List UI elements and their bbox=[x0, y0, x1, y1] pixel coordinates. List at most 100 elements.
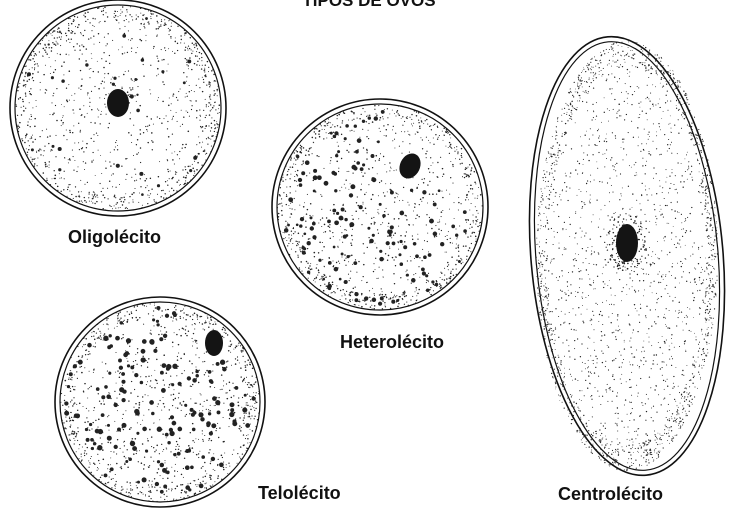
telolecito-stipple-dot bbox=[182, 317, 184, 319]
centrolecito-stipple-dot bbox=[628, 458, 630, 460]
oligolecito-stipple-dot bbox=[188, 47, 191, 50]
oligolecito-stipple-dot bbox=[139, 178, 141, 180]
telolecito-stipple-dot bbox=[136, 363, 138, 365]
telolecito-yolk-granule bbox=[163, 484, 168, 489]
centrolecito-stipple-dot bbox=[571, 101, 573, 103]
centrolecito-stipple-dot bbox=[642, 280, 645, 282]
oligolecito-stipple-dot bbox=[33, 163, 36, 165]
centrolecito-stipple-dot bbox=[536, 244, 538, 245]
centrolecito-stipple-dot bbox=[598, 73, 600, 75]
telolecito-stipple-dot bbox=[237, 404, 240, 407]
telolecito-stipple-dot bbox=[254, 409, 256, 411]
telolecito-stipple-dot bbox=[120, 489, 122, 491]
heterolecito-stipple-dot bbox=[477, 225, 479, 228]
heterolecito-stipple-dot bbox=[382, 222, 384, 224]
centrolecito-stipple-dot bbox=[636, 349, 638, 351]
telolecito-stipple-dot bbox=[95, 332, 97, 334]
heterolecito-stipple-dot bbox=[339, 262, 341, 264]
telolecito-stipple-dot bbox=[135, 481, 138, 483]
oligolecito-stipple-dot bbox=[130, 89, 132, 91]
oligolecito-stipple-dot bbox=[38, 43, 40, 45]
telolecito-stipple-dot bbox=[161, 310, 163, 312]
centrolecito-stipple-dot bbox=[596, 199, 598, 201]
centrolecito-stipple-dot bbox=[581, 297, 584, 299]
heterolecito-stipple-dot bbox=[337, 170, 340, 173]
oligolecito-stipple-dot bbox=[138, 201, 140, 203]
telolecito-stipple-dot bbox=[98, 418, 100, 421]
heterolecito-stipple-dot bbox=[281, 214, 283, 216]
centrolecito-stipple-dot bbox=[666, 222, 668, 224]
oligolecito-yolk-granule bbox=[129, 94, 134, 99]
telolecito-stipple-dot bbox=[204, 461, 206, 464]
heterolecito-stipple-dot bbox=[474, 244, 476, 246]
heterolecito-stipple-dot bbox=[445, 131, 448, 134]
telolecito-stipple-dot bbox=[91, 332, 93, 334]
heterolecito-stipple-dot bbox=[296, 185, 298, 187]
heterolecito-stipple-dot bbox=[349, 130, 351, 132]
oligolecito-stipple-dot bbox=[135, 17, 137, 19]
telolecito-yolk-granule bbox=[121, 372, 126, 376]
centrolecito-stipple-dot bbox=[636, 42, 638, 43]
oligolecito-stipple-dot bbox=[134, 187, 136, 190]
oligolecito-stipple-dot bbox=[203, 149, 206, 151]
centrolecito-stipple-dot bbox=[695, 144, 697, 146]
heterolecito-stipple-dot bbox=[395, 256, 397, 258]
heterolecito-stipple-dot bbox=[342, 241, 344, 243]
oligolecito-stipple-dot bbox=[198, 78, 200, 80]
heterolecito-stipple-dot bbox=[435, 235, 438, 237]
telolecito-stipple-dot bbox=[89, 387, 91, 389]
telolecito-stipple-dot bbox=[194, 339, 196, 342]
oligolecito-stipple-dot bbox=[140, 39, 143, 42]
centrolecito-stipple-dot bbox=[693, 332, 695, 334]
centrolecito-stipple-dot bbox=[589, 181, 591, 183]
oligolecito-stipple-dot bbox=[187, 130, 190, 133]
telolecito-yolk-granule bbox=[212, 396, 217, 401]
centrolecito-stipple-dot bbox=[708, 284, 711, 286]
centrolecito-stipple-dot bbox=[710, 237, 712, 238]
telolecito-stipple-dot bbox=[222, 466, 225, 469]
heterolecito-stipple-dot bbox=[336, 125, 339, 127]
telolecito-stipple-dot bbox=[225, 467, 227, 468]
oligolecito-stipple-dot bbox=[142, 14, 144, 17]
heterolecito-stipple-dot bbox=[394, 147, 396, 149]
oligolecito-stipple-dot bbox=[100, 110, 102, 112]
oligolecito-yolk-granule bbox=[122, 34, 127, 38]
oligolecito-stipple-dot bbox=[211, 106, 214, 109]
heterolecito-stipple-dot bbox=[414, 206, 416, 208]
oligolecito-stipple-dot bbox=[79, 129, 82, 131]
centrolecito-stipple-dot bbox=[630, 401, 632, 404]
centrolecito-stipple-dot bbox=[644, 403, 647, 405]
oligolecito-stipple-dot bbox=[135, 173, 137, 175]
centrolecito-stipple-dot bbox=[630, 447, 632, 450]
heterolecito-stipple-dot bbox=[337, 247, 339, 248]
centrolecito-stipple-dot bbox=[678, 101, 680, 103]
oligolecito-stipple-dot bbox=[28, 90, 31, 93]
oligolecito-stipple-dot bbox=[126, 9, 128, 11]
oligolecito-stipple-dot bbox=[182, 176, 185, 178]
centrolecito-stipple-dot bbox=[655, 86, 657, 88]
heterolecito-stipple-dot bbox=[466, 258, 468, 260]
oligolecito-stipple-dot bbox=[46, 165, 48, 167]
oligolecito-stipple-dot bbox=[72, 109, 74, 111]
heterolecito-stipple-dot bbox=[324, 231, 327, 233]
heterolecito-stipple-dot bbox=[286, 227, 288, 229]
heterolecito-stipple-dot bbox=[464, 199, 467, 201]
centrolecito-stipple-dot bbox=[594, 118, 596, 120]
oligolecito-stipple-dot bbox=[191, 163, 193, 165]
telolecito-stipple-dot bbox=[242, 380, 244, 382]
oligolecito-stipple-dot bbox=[156, 15, 158, 17]
centrolecito-stipple-dot bbox=[608, 455, 610, 457]
centrolecito-stipple-dot bbox=[562, 381, 565, 383]
oligolecito-stipple-dot bbox=[90, 53, 92, 55]
centrolecito-stipple-dot bbox=[698, 129, 700, 131]
centrolecito-stipple-dot bbox=[708, 190, 710, 192]
centrolecito-stipple-dot bbox=[636, 86, 638, 87]
oligolecito-stipple-dot bbox=[45, 46, 47, 49]
oligolecito-stipple-dot bbox=[156, 116, 158, 118]
heterolecito-stipple-dot bbox=[381, 291, 383, 293]
centrolecito-stipple-dot bbox=[671, 232, 673, 234]
centrolecito-stipple-dot bbox=[619, 173, 622, 175]
heterolecito-stipple-dot bbox=[379, 294, 381, 296]
centrolecito-stipple-dot bbox=[710, 181, 712, 183]
heterolecito-stipple-dot bbox=[351, 239, 354, 241]
